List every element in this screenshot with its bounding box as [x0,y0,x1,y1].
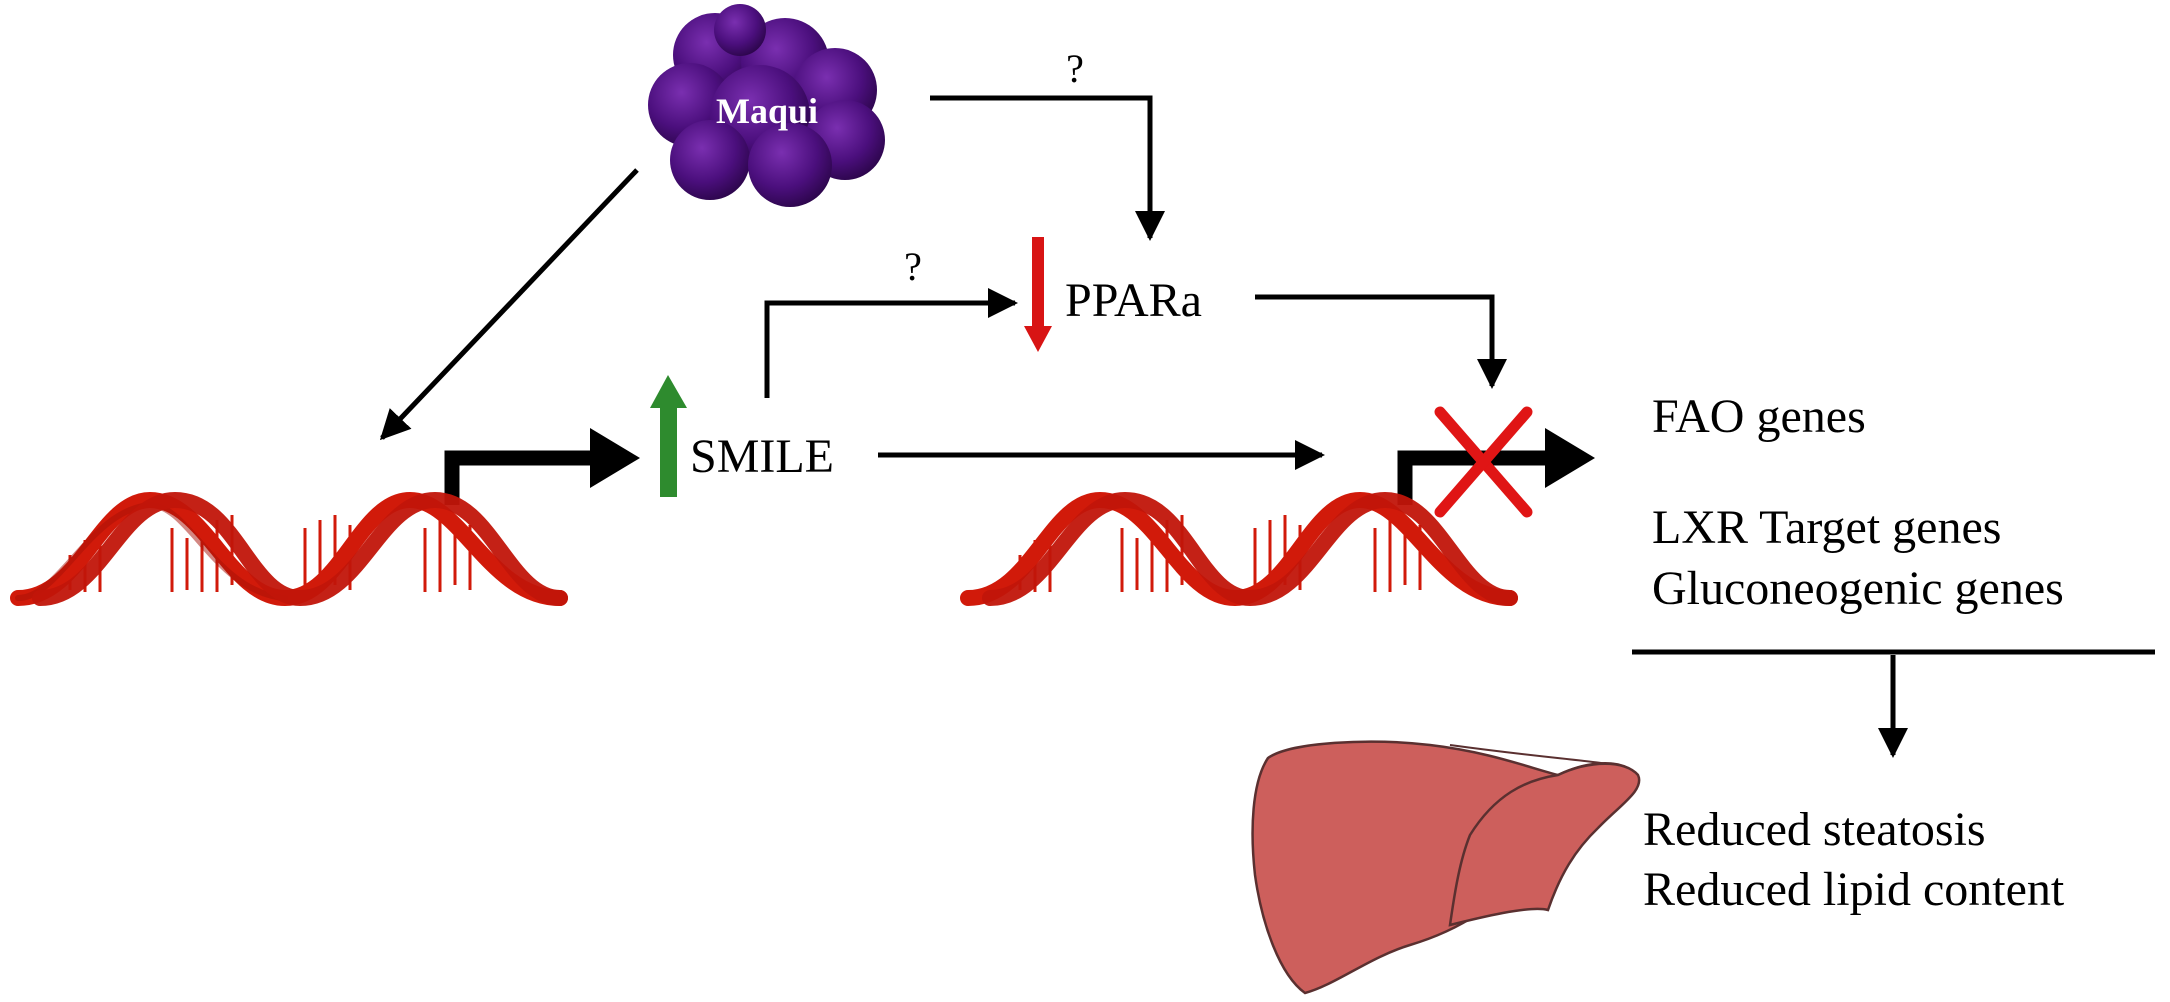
liver-icon [1251,740,1641,995]
smile-label: SMILE [690,430,834,483]
gluconeogenic-genes-label: Gluconeogenic genes [1652,562,2064,615]
lxr-target-genes-label: LXR Target genes [1652,501,2001,554]
down-arrow-icon [1024,237,1052,352]
arrow-maqui-to-ppara [930,95,1165,241]
pathway-arrows [379,95,1908,758]
berry-cluster-icon [648,4,885,207]
arrow-smile-to-ppara [764,288,1018,398]
promoter-arrow-right [1397,428,1595,505]
promoter-arrow-left [444,428,640,505]
reduced-steatosis-label: Reduced steatosis [1643,803,1986,856]
reduced-lipid-content-label: Reduced lipid content [1643,863,2065,916]
arrow-maqui-to-dna [379,168,639,441]
ppara-label: PPARa [1065,274,1202,327]
maqui-label: Maqui [716,91,818,131]
fao-genes-label: FAO genes [1652,390,1866,443]
maqui-berry-cluster: Maqui [648,4,885,207]
dna-helix-icon [10,491,568,607]
arrow-ppara-to-block [1255,294,1507,389]
question-mark-mid: ? [904,244,922,289]
up-arrow-icon [650,375,687,497]
question-mark-top: ? [1066,46,1084,91]
red-x-icon [1434,406,1533,518]
dna-helix-icon [960,491,1518,607]
